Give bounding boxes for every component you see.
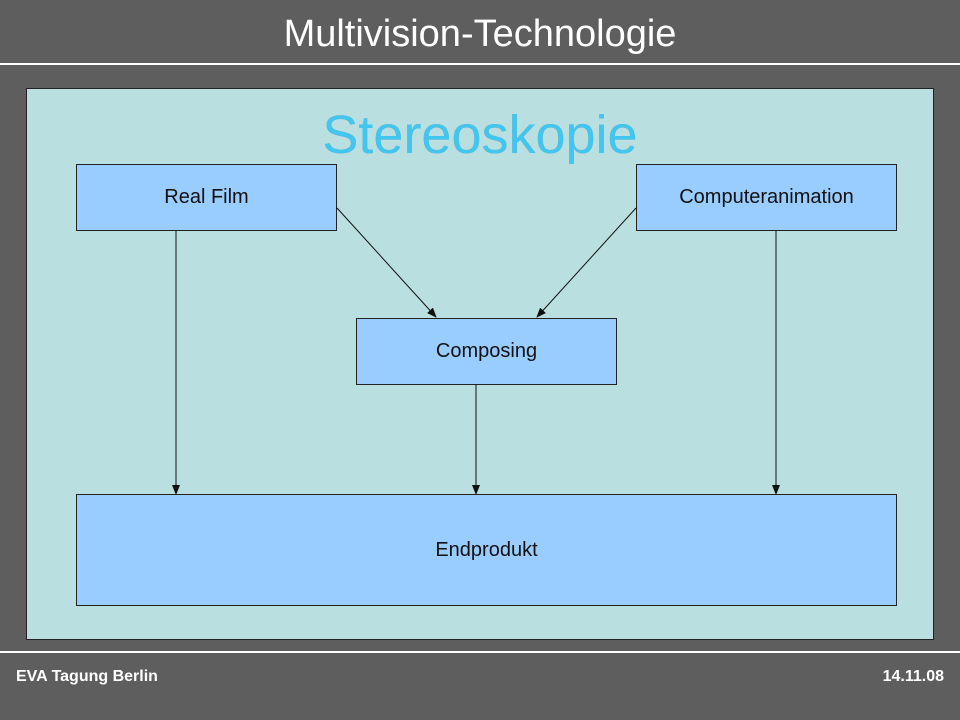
overlay-word-orange: Stereoskopie	[322, 105, 638, 165]
node-real-film: Real Film	[76, 164, 337, 231]
overlay-word-cyan: Stereoskopie	[322, 105, 638, 165]
arrow-computeranimation-to-composing	[536, 207, 637, 318]
node-endprodukt: Endprodukt	[76, 494, 897, 606]
footer-divider	[0, 651, 960, 653]
slide-title: Multivision-Technologie	[283, 13, 677, 55]
node-computeranimation: Computeranimation	[636, 164, 897, 231]
header-divider	[0, 63, 960, 65]
arrow-realfilm-to-composing	[336, 207, 437, 318]
footer-event-name: EVA Tagung Berlin	[16, 668, 158, 685]
node-composing: Composing	[356, 318, 617, 385]
footer-date: 14.11.08	[882, 668, 944, 685]
